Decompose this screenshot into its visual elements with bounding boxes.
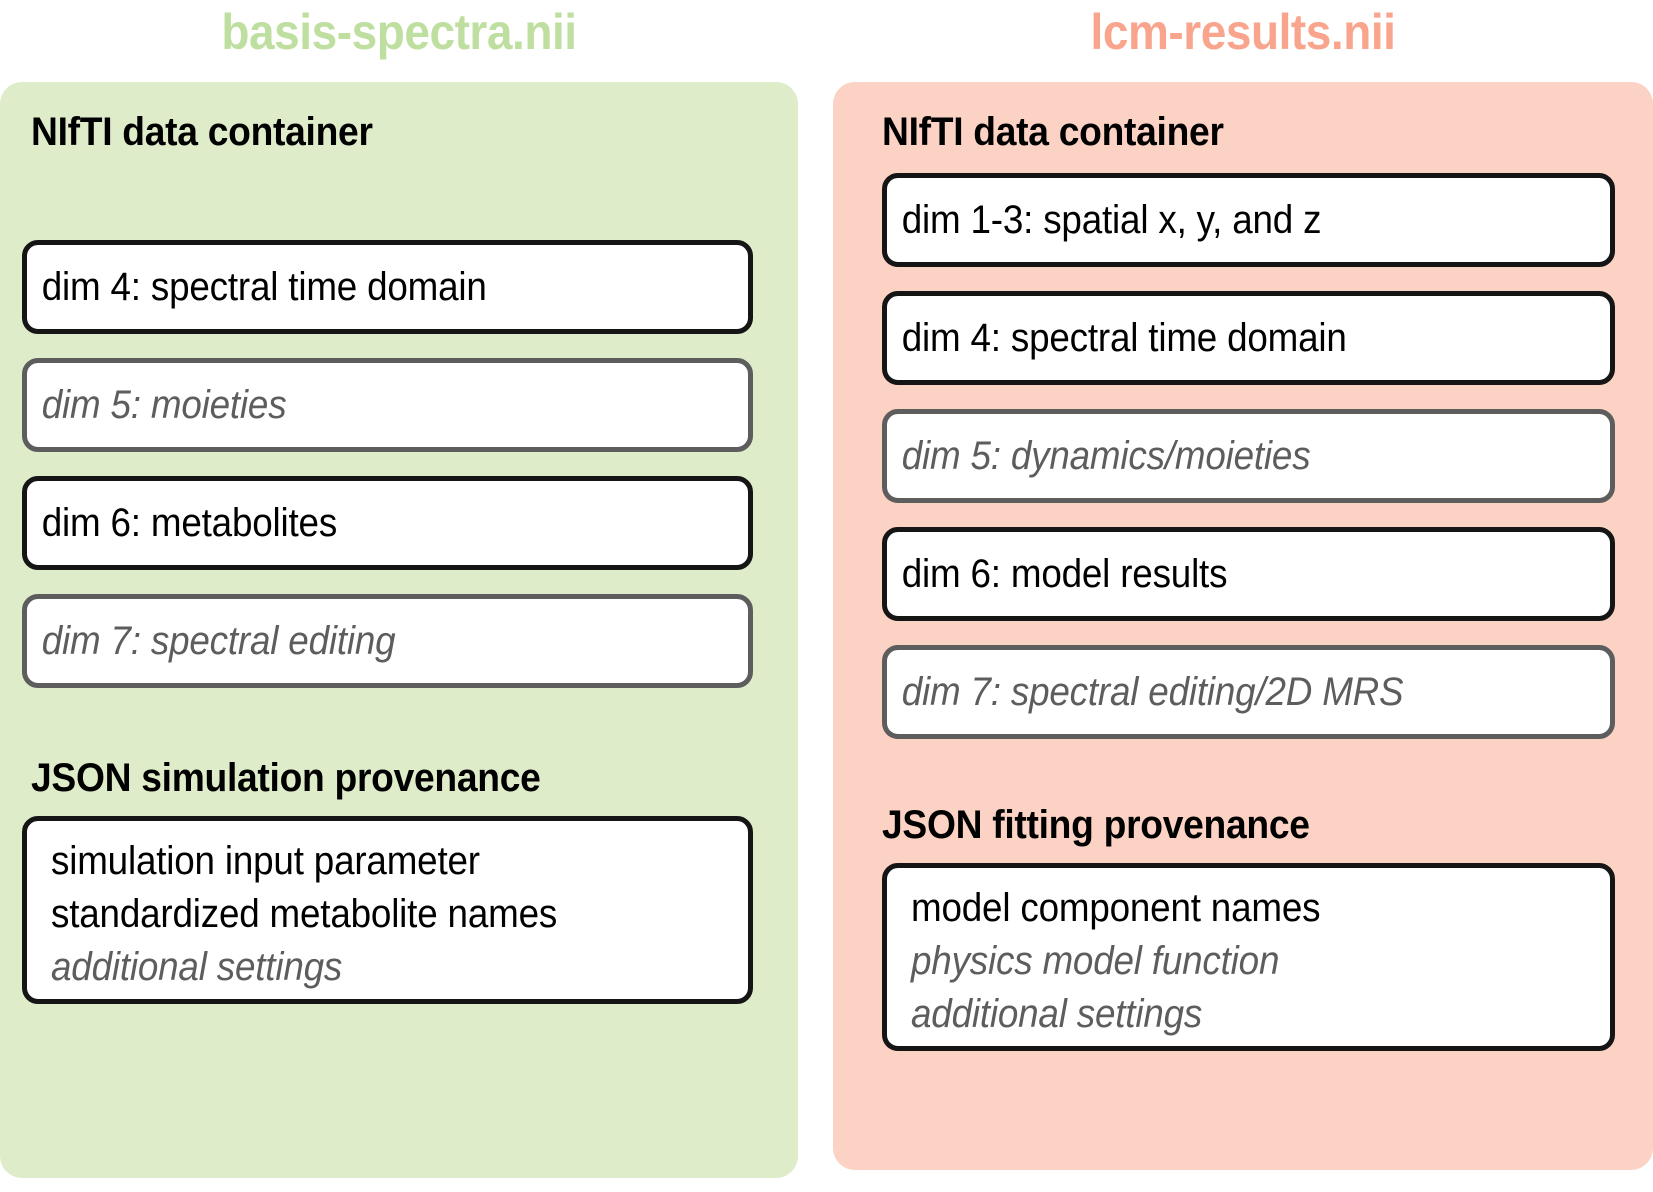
- basis-spectra-panel: NIfTI data container dim 4: spectral tim…: [0, 82, 798, 1178]
- left-dim-list: dim 4: spectral time domain dim 5: moiet…: [22, 240, 753, 688]
- right-nifti-container-heading: NIfTI data container: [882, 110, 1224, 154]
- left-provenance-line-2: standardized metabolite names: [51, 892, 558, 936]
- left-provenance-box: simulation input parameter standardized …: [22, 816, 753, 1004]
- left-nifti-container-heading: NIfTI data container: [31, 110, 373, 154]
- right-provenance-line-2: physics model function: [911, 939, 1280, 983]
- left-dim-box-4: dim 4: spectral time domain: [22, 240, 753, 334]
- left-file-title: basis-spectra.nii: [221, 4, 577, 60]
- right-provenance-line-1: model component names: [911, 886, 1321, 930]
- left-provenance-line-3: additional settings: [51, 945, 343, 989]
- left-dim-box-7-label: dim 7: spectral editing: [41, 619, 396, 663]
- right-dim-box-7-label: dim 7: spectral editing/2D MRS: [901, 670, 1404, 714]
- right-provenance-heading: JSON fitting provenance: [882, 803, 1310, 847]
- right-dim-box-1-3: dim 1-3: spatial x, y, and z: [882, 173, 1615, 267]
- right-dim-box-1-3-label: dim 1-3: spatial x, y, and z: [901, 198, 1322, 242]
- right-dim-box-6-label: dim 6: model results: [901, 552, 1228, 596]
- left-dim-box-6: dim 6: metabolites: [22, 476, 753, 570]
- right-dim-box-6: dim 6: model results: [882, 527, 1615, 621]
- right-dim-list: dim 1-3: spatial x, y, and z dim 4: spec…: [882, 173, 1615, 739]
- right-dim-box-4-label: dim 4: spectral time domain: [901, 316, 1347, 360]
- right-provenance-box: model component names physics model func…: [882, 863, 1615, 1051]
- left-dim-box-6-label: dim 6: metabolites: [41, 501, 338, 545]
- left-dim-box-5: dim 5: moieties: [22, 358, 753, 452]
- right-dim-box-4: dim 4: spectral time domain: [882, 291, 1615, 385]
- left-provenance-line-1: simulation input parameter: [51, 839, 480, 883]
- right-provenance-line-3: additional settings: [911, 992, 1203, 1036]
- left-dim-box-5-label: dim 5: moieties: [41, 383, 287, 427]
- right-dim-box-7: dim 7: spectral editing/2D MRS: [882, 645, 1615, 739]
- right-dim-box-5-label: dim 5: dynamics/moieties: [901, 434, 1311, 478]
- left-dim-box-4-label: dim 4: spectral time domain: [41, 265, 487, 309]
- left-provenance-heading: JSON simulation provenance: [31, 756, 541, 800]
- right-file-title: lcm-results.nii: [1090, 4, 1396, 60]
- lcm-results-panel: NIfTI data container dim 1-3: spatial x,…: [833, 82, 1653, 1170]
- right-dim-box-5: dim 5: dynamics/moieties: [882, 409, 1615, 503]
- left-dim-box-7: dim 7: spectral editing: [22, 594, 753, 688]
